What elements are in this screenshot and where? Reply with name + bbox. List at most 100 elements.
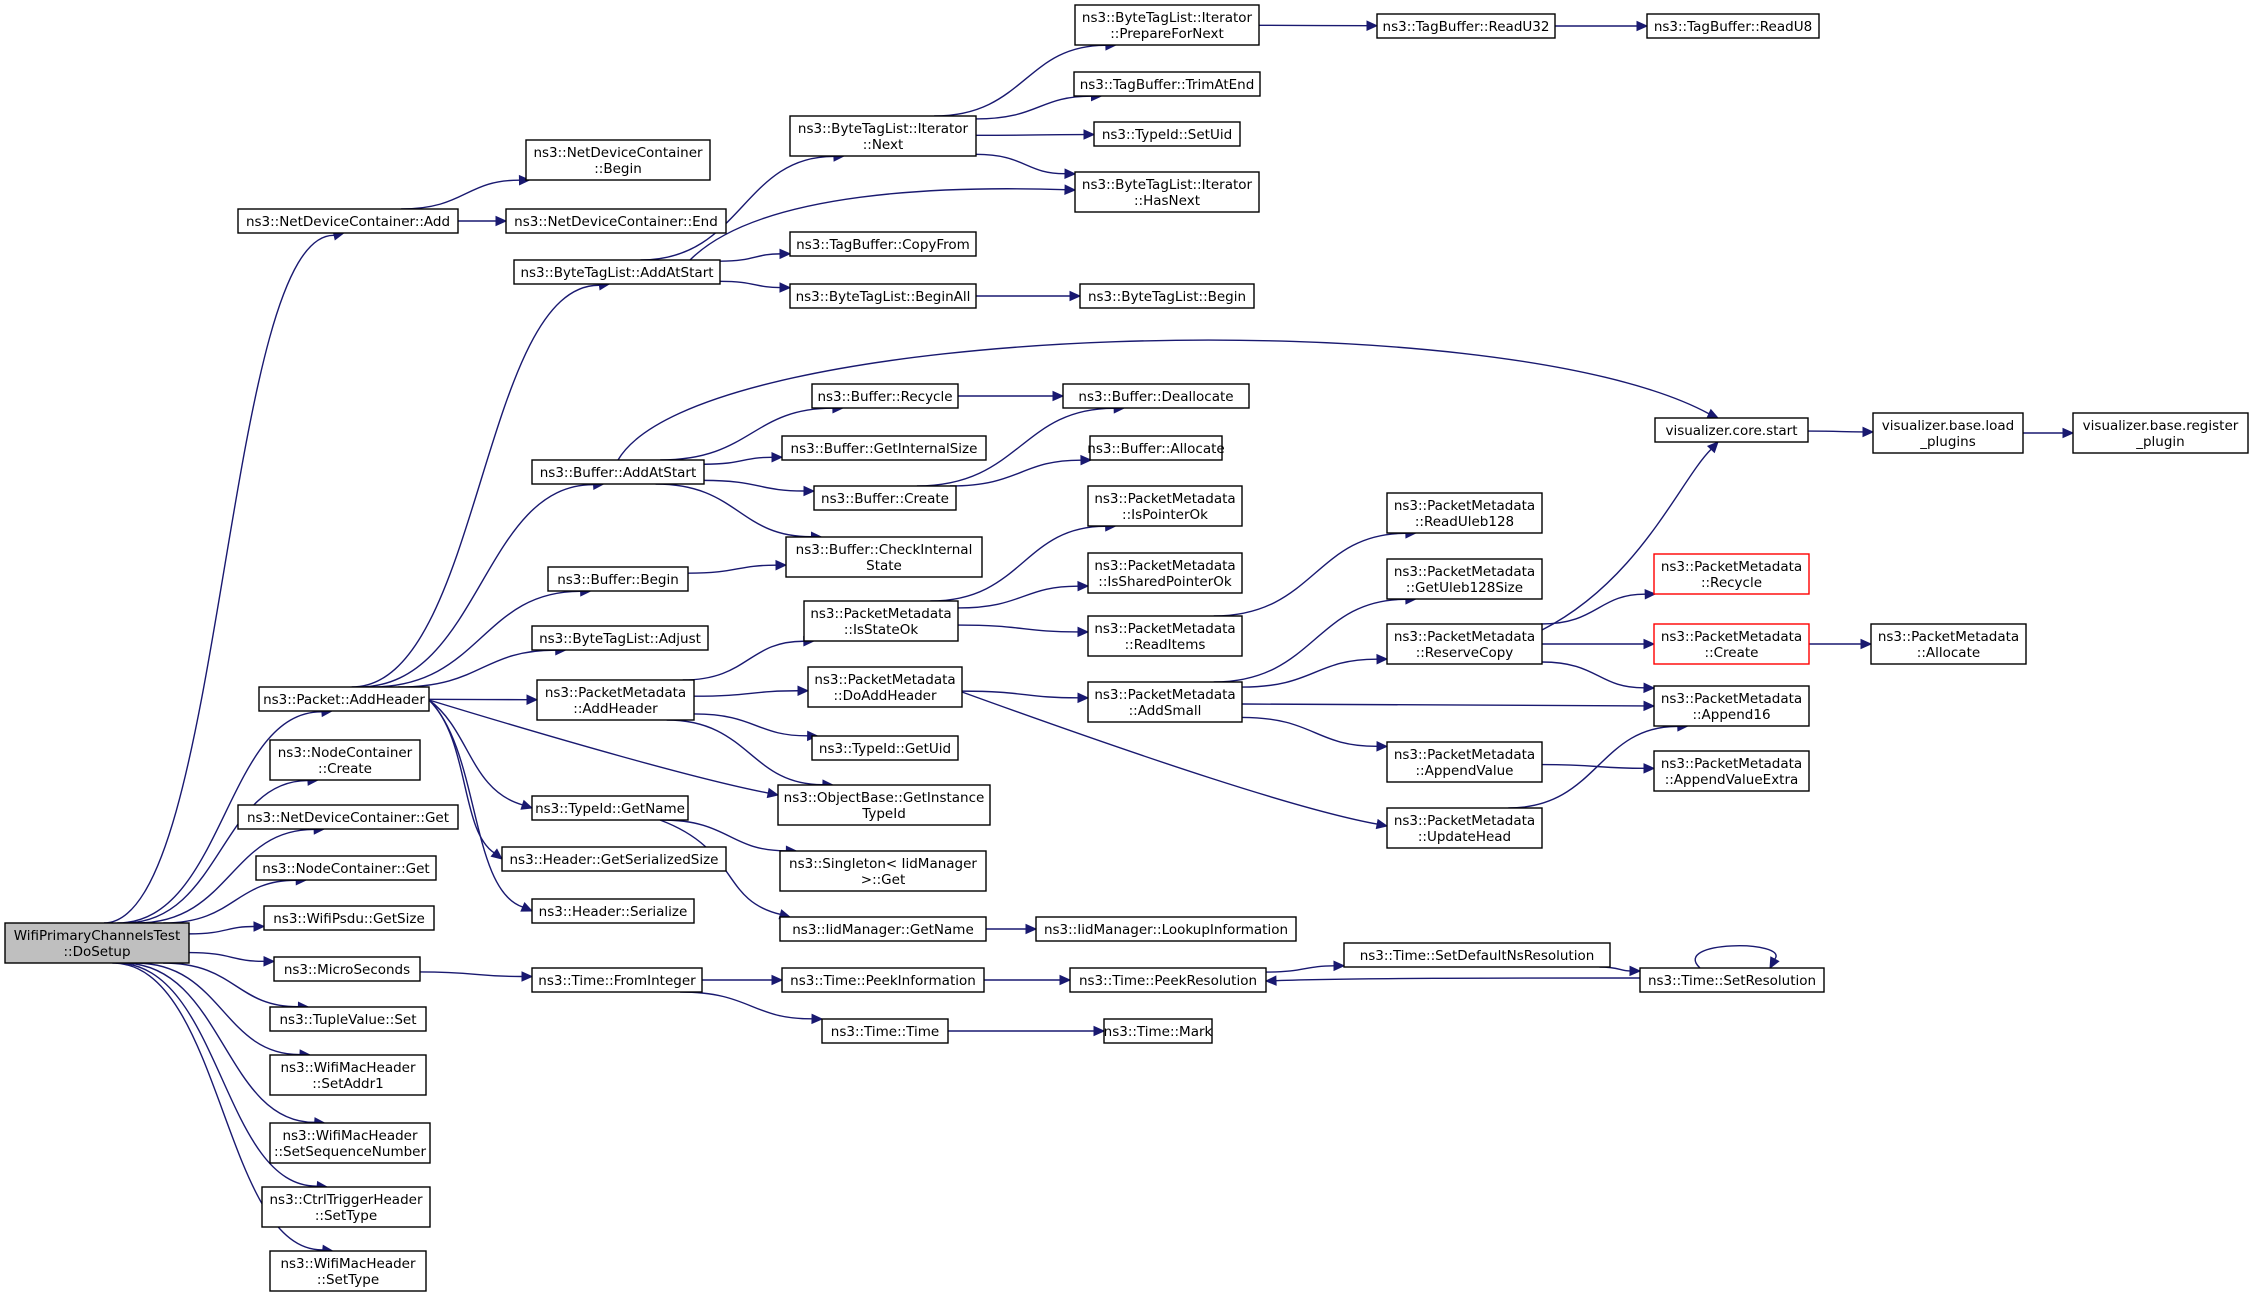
node-box	[1653, 750, 1810, 792]
function-node[interactable]: ns3::IidManager::GetName	[779, 916, 987, 942]
node-label: ns3::TagBuffer::TrimAtEnd	[1080, 77, 1255, 93]
function-node[interactable]: ns3::ByteTagList::AddAtStart	[513, 259, 721, 285]
function-node[interactable]: ns3::ByteTagList::Iterator::PrepareForNe…	[1074, 4, 1260, 46]
function-node[interactable]: ns3::Header::Serialize	[531, 898, 695, 924]
function-node[interactable]: ns3::Time::SetResolution	[1639, 967, 1825, 993]
function-node[interactable]: ns3::Time::PeekInformation	[781, 967, 985, 993]
node-label: ::AddSmall	[1129, 703, 1202, 719]
function-node[interactable]: ns3::Time::PeekResolution	[1069, 967, 1267, 993]
function-node[interactable]: ns3::WifiPsdu::GetSize	[263, 905, 435, 931]
function-node[interactable]: ns3::Buffer::Allocate	[1087, 435, 1225, 461]
node-label: ::SetSequenceNumber	[274, 1144, 427, 1160]
function-node[interactable]: ns3::PacketMetadata::AddHeader	[536, 679, 695, 721]
edge-line	[135, 962, 300, 1056]
function-node[interactable]: ns3::TagBuffer::CopyFrom	[789, 231, 977, 257]
function-node[interactable]: ns3::PacketMetadata::Create	[1653, 623, 1810, 665]
function-node[interactable]: ns3::ByteTagList::BeginAll	[789, 283, 977, 309]
function-node[interactable]: ns3::CtrlTriggerHeader::SetType	[261, 1186, 431, 1228]
function-node[interactable]: visualizer.core.start	[1654, 417, 1809, 443]
function-node[interactable]: ns3::Packet::AddHeader	[258, 686, 430, 712]
call-edge	[428, 699, 780, 799]
function-node[interactable]: ns3::PacketMetadata::IsStateOk	[803, 600, 959, 642]
function-node[interactable]: ns3::PacketMetadata::ReserveCopy	[1386, 623, 1543, 665]
node-label: ::SetType	[317, 1272, 379, 1288]
node-box	[1386, 492, 1543, 534]
edge-line	[1241, 658, 1378, 688]
function-node[interactable]: ns3::NetDeviceContainer::Add	[237, 208, 459, 234]
node-label: ::Allocate	[1917, 645, 1980, 661]
function-node[interactable]: ns3::TagBuffer::ReadU8	[1646, 13, 1820, 39]
function-node[interactable]: ns3::PacketMetadata::ReadUleb128	[1386, 492, 1543, 534]
function-node[interactable]: ns3::PacketMetadata::UpdateHead	[1386, 807, 1543, 849]
function-node[interactable]: visualizer.base.load_plugins	[1872, 412, 2024, 454]
function-node[interactable]: ns3::Buffer::Deallocate	[1062, 383, 1250, 409]
node-box	[261, 1186, 431, 1228]
node-label: ns3::PacketMetadata	[1661, 559, 1802, 575]
call-edge	[1694, 945, 1780, 970]
function-node[interactable]: ns3::PacketMetadata::DoAddHeader	[807, 666, 963, 708]
function-node[interactable]: ns3::PacketMetadata::AddSmall	[1087, 681, 1243, 723]
function-node[interactable]: ns3::MicroSeconds	[273, 956, 421, 982]
function-node[interactable]: ns3::Time::Time	[821, 1018, 949, 1044]
function-node[interactable]: ns3::Singleton< IidManager >::Get	[779, 850, 987, 892]
function-node[interactable]: ns3::NetDeviceContainer::Get	[237, 804, 459, 830]
function-node[interactable]: ns3::Buffer::GetInternalSize	[781, 435, 987, 461]
function-node[interactable]: ns3::TypeId::SetUid	[1093, 121, 1241, 147]
function-node[interactable]: ns3::Buffer::Recycle	[811, 383, 959, 409]
function-node[interactable]: ns3::TypeId::GetUid	[811, 735, 959, 761]
edge-arrowhead	[779, 282, 792, 293]
function-node[interactable]: ns3::PacketMetadata::IsSharedPointerOk	[1087, 552, 1243, 594]
function-node[interactable]: ns3::ByteTagList::Adjust	[531, 625, 709, 651]
function-node[interactable]: ns3::Header::GetSerializedSize	[501, 846, 727, 872]
function-node[interactable]: ns3::TagBuffer::ReadU32	[1376, 13, 1556, 39]
function-node[interactable]: ns3::WifiMacHeader::SetAddr1	[269, 1054, 427, 1096]
node-label: ns3::ByteTagList::BeginAll	[796, 289, 971, 305]
function-node[interactable]: ns3::NodeContainer::Get	[255, 855, 437, 881]
function-node[interactable]: ns3::TagBuffer::TrimAtEnd	[1073, 71, 1261, 97]
edge-line	[703, 479, 805, 492]
function-node[interactable]: ns3::PacketMetadata::AppendValue	[1386, 741, 1543, 783]
function-node[interactable]: ns3::ByteTagList::Iterator::Next	[789, 115, 977, 157]
function-node[interactable]: ns3::PacketMetadata::IsPointerOk	[1087, 485, 1243, 527]
node-box	[263, 905, 435, 931]
node-label: ns3::MicroSeconds	[284, 962, 410, 978]
function-node[interactable]: ns3::TupleValue::Set	[269, 1006, 427, 1032]
function-node[interactable]: ns3::PacketMetadata::Append16	[1653, 685, 1810, 727]
function-node[interactable]: ns3::PacketMetadata::Recycle	[1653, 553, 1810, 595]
node-box	[813, 485, 957, 511]
function-node[interactable]: ns3::ByteTagList::Iterator::HasNext	[1074, 171, 1260, 213]
edge-arrowhead	[1706, 441, 1719, 454]
edge-line	[680, 991, 813, 1020]
function-node[interactable]: ns3::PacketMetadata::GetUleb128Size	[1386, 558, 1543, 600]
function-node[interactable]: ns3::Time::Mark	[1103, 1018, 1213, 1044]
function-node[interactable]: ns3::Time::SetDefaultNsResolution	[1343, 942, 1611, 968]
function-node[interactable]: ns3::WifiMacHeader::SetSequenceNumber	[269, 1122, 431, 1164]
function-node[interactable]: ns3::IidManager::LookupInformation	[1035, 916, 1297, 942]
function-node[interactable]: ns3::TypeId::GetName	[531, 795, 689, 821]
function-node[interactable]: ns3::WifiMacHeader::SetType	[269, 1250, 427, 1292]
call-edge	[703, 452, 784, 465]
function-node[interactable]: ns3::NodeContainer::Create	[269, 739, 421, 781]
function-node[interactable]: ns3::Time::FromInteger	[531, 967, 703, 993]
node-label: ns3::Header::Serialize	[539, 904, 688, 920]
function-node[interactable]: ns3::Buffer::Begin	[547, 566, 689, 592]
function-node[interactable]: ns3::Buffer::Create	[813, 485, 957, 511]
node-label: ns3::ByteTagList::Iterator	[1082, 177, 1253, 193]
call-edge	[680, 991, 824, 1025]
function-node[interactable]: visualizer.base.register_plugin	[2072, 412, 2249, 454]
node-label: TypeId	[861, 806, 906, 822]
function-node[interactable]: ns3::Buffer::AddAtStart	[531, 459, 705, 485]
function-node[interactable]: ns3::PacketMetadata::AppendValueExtra	[1653, 750, 1810, 792]
node-label: ns3::PacketMetadata	[1094, 491, 1235, 507]
function-node[interactable]: ns3::PacketMetadata::ReadItems	[1087, 615, 1243, 657]
edge-line	[428, 699, 495, 854]
node-box	[1103, 1018, 1213, 1044]
function-node[interactable]: ns3::PacketMetadata::Allocate	[1870, 623, 2027, 665]
function-node[interactable]: ns3::NetDeviceContainer::End	[505, 208, 727, 234]
function-node[interactable]: ns3::ByteTagList::Begin	[1079, 283, 1255, 309]
edge-arrowhead	[1706, 408, 1720, 419]
function-node[interactable]: WifiPrimaryChannelsTest::DoSetup	[4, 922, 190, 964]
function-node[interactable]: ns3::NetDeviceContainer::Begin	[525, 139, 711, 181]
